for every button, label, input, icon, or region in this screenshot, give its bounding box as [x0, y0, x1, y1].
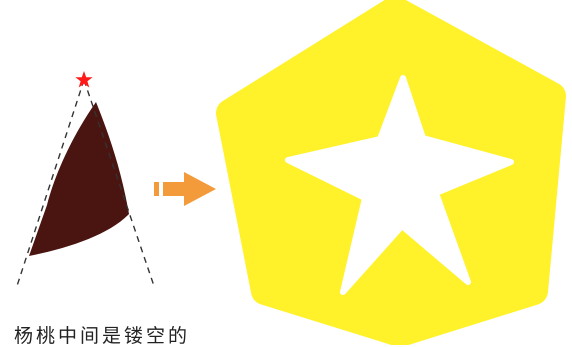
folded-segment-group [16, 71, 155, 287]
right-arrow-icon [154, 172, 216, 206]
caption-text: 杨桃中间是镂空的 [14, 325, 191, 347]
left-cut-line [16, 79, 85, 287]
red-star-icon [75, 71, 93, 88]
hollow-star-center [285, 75, 514, 295]
star-fruit-slice [216, 0, 566, 345]
right-cut-line [83, 79, 155, 287]
folded-segment [29, 102, 129, 256]
